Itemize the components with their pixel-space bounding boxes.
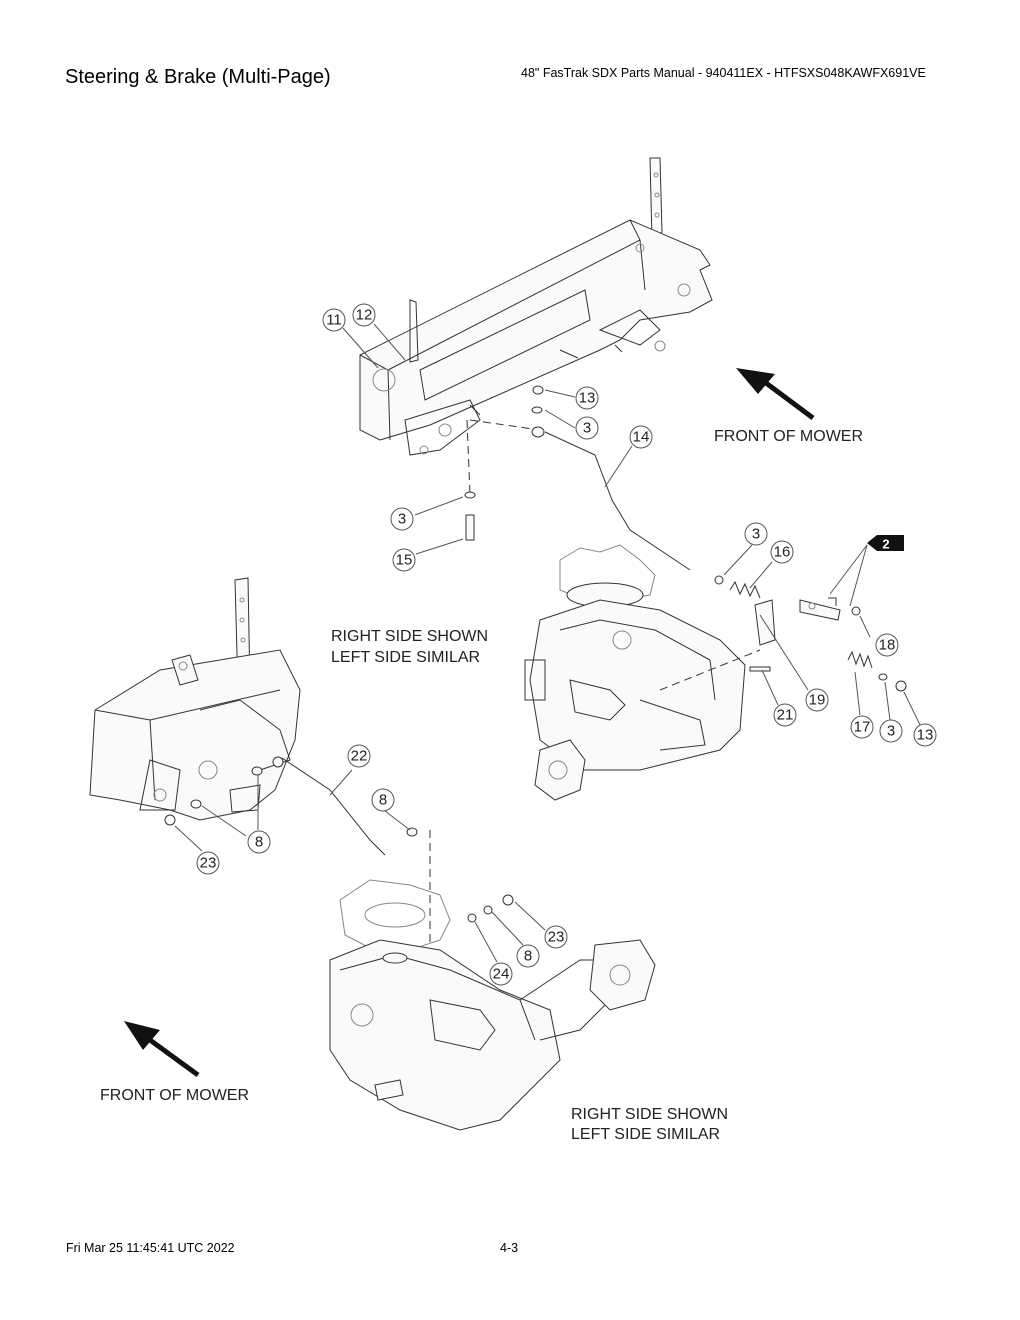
leader-lines — [174, 323, 921, 963]
front-arrow-bottom — [124, 1021, 200, 1078]
page-title: Steering & Brake (Multi-Page) — [65, 66, 331, 88]
transmission-bottom — [329, 879, 656, 1131]
callout-17: 17 — [850, 715, 874, 739]
callout-24: 24 — [489, 962, 513, 986]
callout-12: 12 — [352, 303, 376, 327]
callout-3: 3 — [744, 522, 768, 546]
callout-22: 22 — [347, 744, 371, 768]
svg-text:13: 13 — [579, 390, 596, 407]
left-side-similar-label-1: LEFT SIDE SIMILAR — [331, 649, 480, 666]
svg-text:23: 23 — [548, 929, 565, 946]
steering-rod-14 — [544, 431, 691, 571]
callout-8: 8 — [371, 788, 395, 812]
front-of-mower-label-bottom: FRONT OF MOWER — [100, 1087, 249, 1104]
reference-tag-2: 2 — [829, 535, 904, 607]
svg-text:3: 3 — [887, 723, 895, 740]
callout-14: 14 — [629, 425, 653, 449]
steering-rod-22 — [281, 757, 386, 856]
callout-23: 23 — [196, 851, 220, 875]
svg-text:3: 3 — [398, 511, 406, 528]
callout-3: 3 — [879, 719, 903, 743]
svg-text:22: 22 — [351, 748, 368, 765]
callout-8: 8 — [247, 830, 271, 854]
steering-frame-top — [359, 157, 713, 456]
svg-text:2: 2 — [882, 537, 889, 552]
svg-text:19: 19 — [809, 692, 826, 709]
manual-reference: 48" FasTrak SDX Parts Manual - 940411EX … — [521, 66, 926, 80]
svg-text:3: 3 — [583, 420, 591, 437]
svg-text:8: 8 — [379, 792, 387, 809]
transmission-right — [524, 544, 907, 801]
svg-text:15: 15 — [396, 552, 413, 569]
svg-text:8: 8 — [524, 948, 532, 965]
svg-text:14: 14 — [633, 429, 650, 446]
callout-13: 13 — [575, 386, 599, 410]
footer-timestamp: Fri Mar 25 11:45:41 UTC 2022 — [66, 1241, 235, 1255]
left-side-similar-label-2: LEFT SIDE SIMILAR — [571, 1126, 720, 1143]
front-of-mower-label-top: FRONT OF MOWER — [714, 428, 863, 445]
svg-text:21: 21 — [777, 707, 794, 724]
svg-text:3: 3 — [752, 526, 760, 543]
callout-3: 3 — [390, 507, 414, 531]
svg-text:8: 8 — [255, 834, 263, 851]
svg-text:17: 17 — [854, 719, 871, 736]
callout-23: 23 — [544, 925, 568, 949]
callout-16: 16 — [770, 540, 794, 564]
small-hardware-top — [464, 385, 545, 541]
svg-text:12: 12 — [356, 307, 373, 324]
callout-11: 11 — [322, 308, 346, 332]
callout-8: 8 — [516, 944, 540, 968]
callout-3: 3 — [575, 416, 599, 440]
callout-19: 19 — [805, 688, 829, 712]
svg-text:13: 13 — [917, 727, 934, 744]
page-number: 4-3 — [500, 1241, 519, 1255]
svg-text:24: 24 — [493, 966, 510, 983]
svg-text:23: 23 — [200, 855, 217, 872]
svg-text:16: 16 — [774, 544, 791, 561]
right-side-shown-label-1: RIGHT SIDE SHOWN — [331, 628, 488, 645]
callout-21: 21 — [773, 703, 797, 727]
svg-text:18: 18 — [879, 637, 896, 654]
front-arrow-top — [736, 368, 815, 421]
steering-frame-left — [89, 577, 301, 826]
callout-13: 13 — [913, 723, 937, 747]
callout-15: 15 — [392, 548, 416, 572]
svg-text:11: 11 — [326, 312, 342, 329]
right-side-shown-label-2: RIGHT SIDE SHOWN — [571, 1106, 728, 1123]
callout-18: 18 — [875, 633, 899, 657]
